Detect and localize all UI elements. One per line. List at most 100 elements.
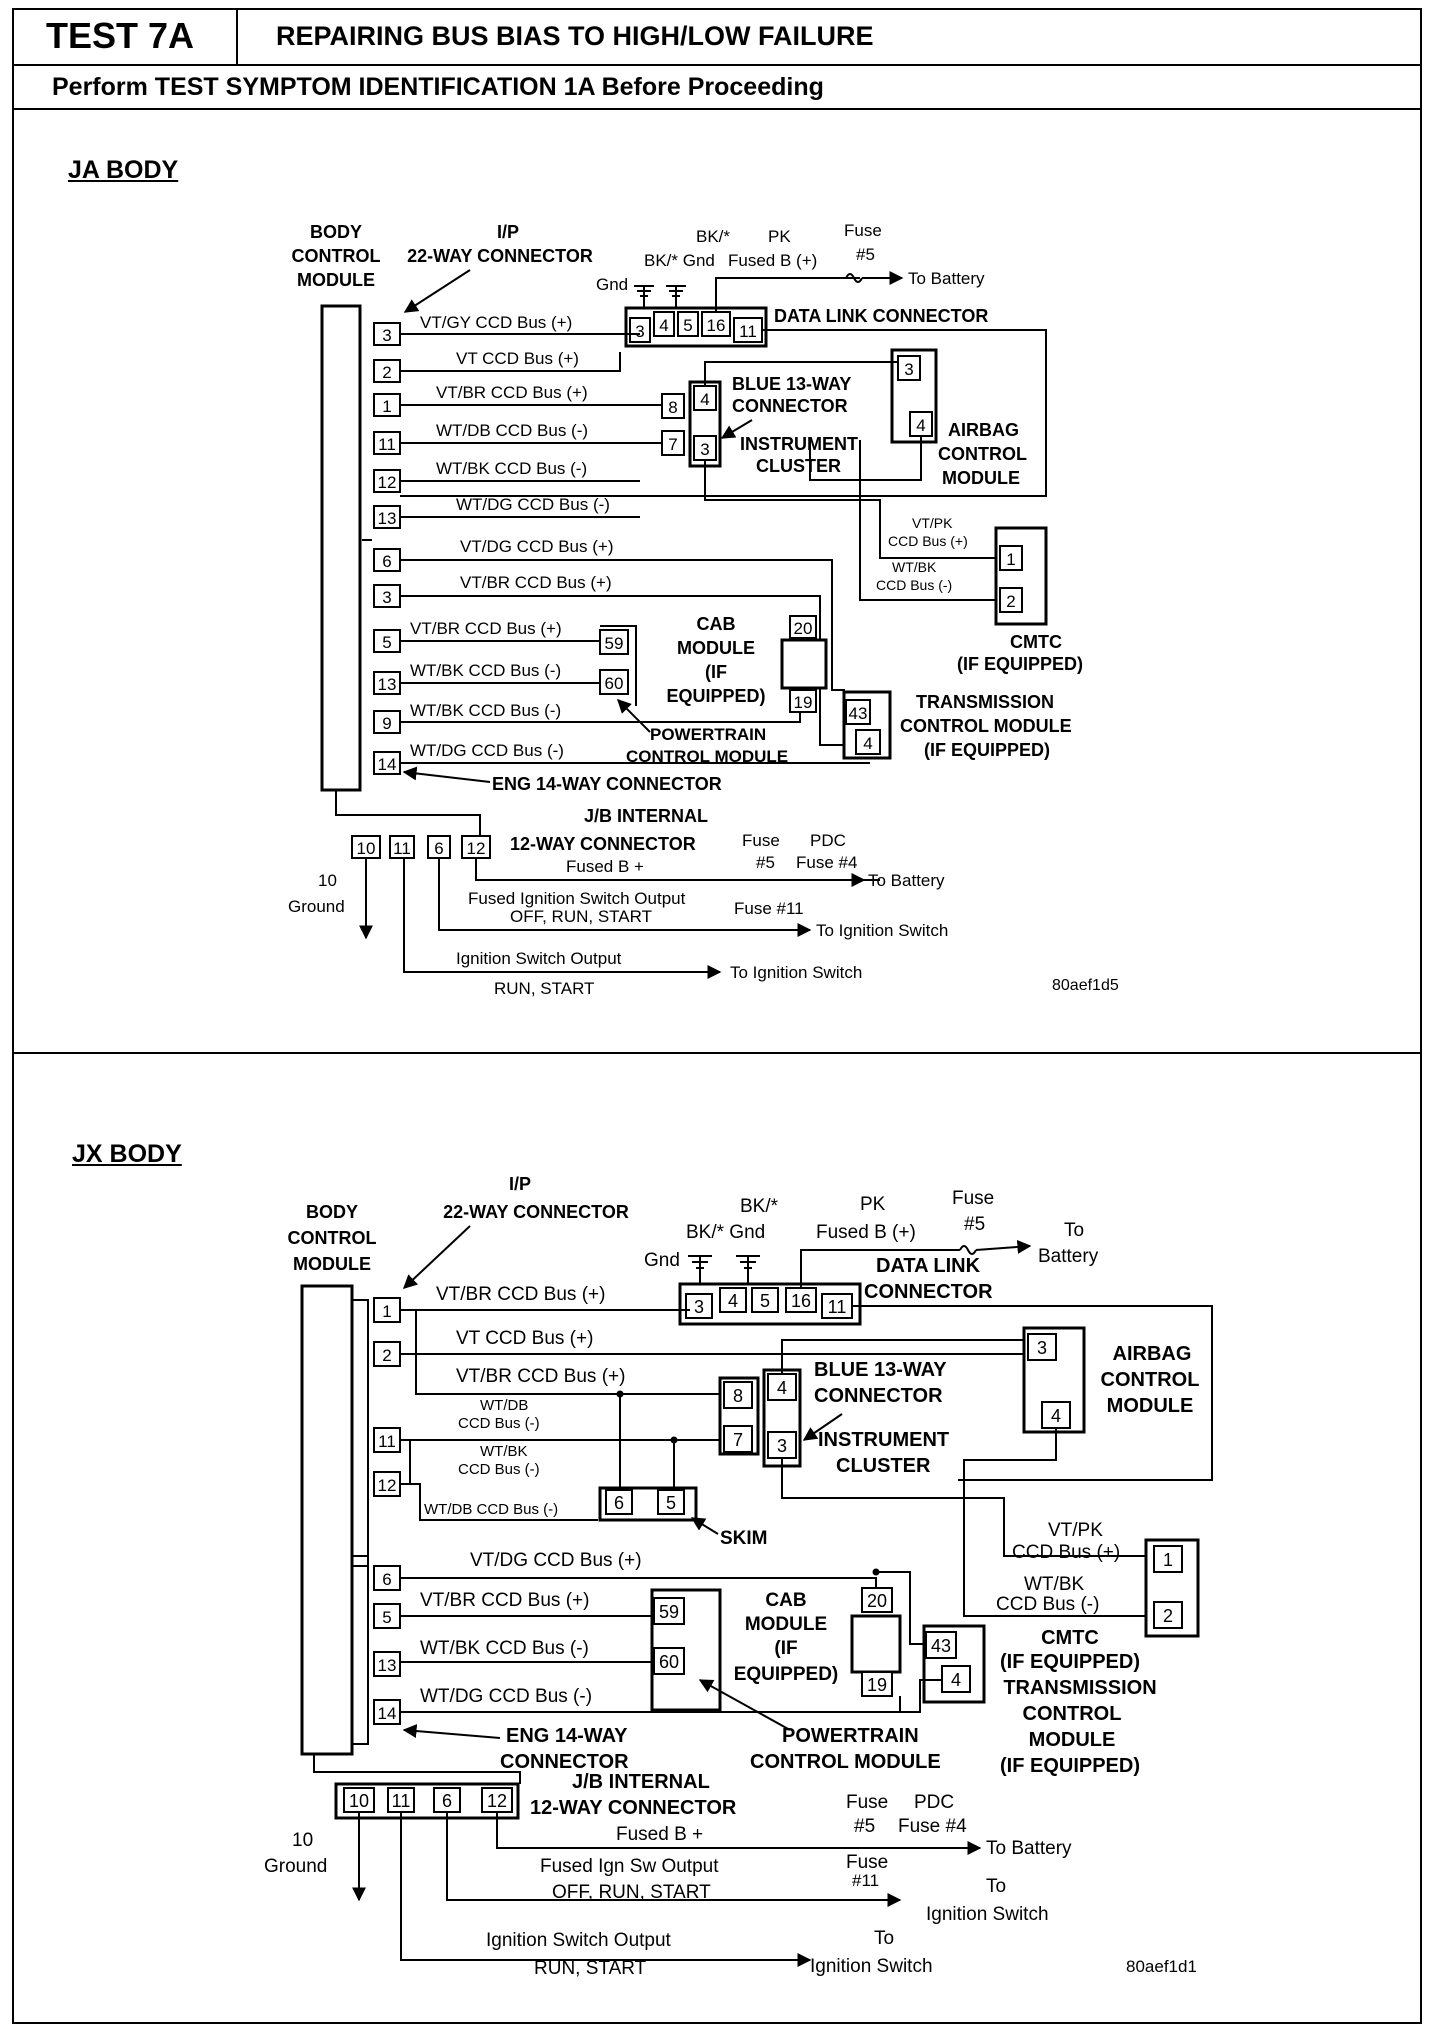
ja-wire-label-9: VT/BR CCD Bus (+) bbox=[410, 619, 562, 638]
ja-blue-label-2: CONNECTOR bbox=[732, 396, 848, 416]
jx-cab-label-4: EQUIPPED) bbox=[734, 1664, 839, 1685]
ja-bcm-pins: 3 2 1 11 12 13 6 3 5 13 9 14 bbox=[373, 322, 401, 775]
ja-wire-cluster-airbag bbox=[704, 361, 898, 386]
ja-wire-label-2: VT CCD Bus (+) bbox=[456, 349, 579, 368]
ja-blue-connector: 8 7 4 3 bbox=[661, 380, 722, 468]
jx-skim-arrow bbox=[690, 1517, 719, 1535]
ja-wire-label-5: WT/BK CCD Bus (-) bbox=[436, 459, 587, 478]
jx-fusedb-wire bbox=[496, 1812, 840, 1849]
ja-dlc-pin-label: 4 bbox=[659, 316, 668, 335]
ja-jb-pin-label: 12 bbox=[467, 839, 486, 858]
ja-wire-2 bbox=[400, 352, 621, 372]
page-frame bbox=[12, 8, 1422, 2024]
jx-bcm-pin-label: 13 bbox=[378, 1656, 397, 1675]
jx-skim-pin bbox=[605, 1489, 633, 1515]
ja-cab-pin-label: 20 bbox=[794, 619, 813, 638]
ja-jb-label-1: J/B INTERNAL bbox=[584, 806, 708, 826]
jx-pdc-label: PDC bbox=[914, 1792, 954, 1813]
jx-pcm-pin-label: 59 bbox=[659, 1602, 679, 1622]
jx-dlc-pin-label: 16 bbox=[791, 1291, 811, 1311]
jx-fusedb-label: Fused B + bbox=[616, 1824, 703, 1845]
ja-dlc-gnd: Gnd bbox=[596, 275, 628, 294]
jx-cab-pin bbox=[861, 1671, 893, 1697]
ja-cmtc-w2b: CCD Bus (-) bbox=[876, 577, 952, 593]
jx-dlc-battery-arrow bbox=[975, 1239, 1032, 1254]
jx-cab-label-2: MODULE bbox=[745, 1614, 827, 1635]
jx-blue-pin-label: 7 bbox=[733, 1430, 743, 1450]
ja-pcm-bus bbox=[600, 625, 637, 706]
ja-fuse4-label: Fuse #4 bbox=[796, 853, 857, 872]
ja-cab-label-4: EQUIPPED) bbox=[666, 686, 765, 706]
ja-ground-label: Ground bbox=[288, 897, 345, 916]
jx-ignout-label-1: Fused Ign Sw Output bbox=[540, 1856, 719, 1877]
ja-tcm-pin-label: 43 bbox=[849, 704, 868, 723]
jx-tcm-label-4: (IF EQUIPPED) bbox=[1000, 1755, 1140, 1777]
ja-pcm-pin bbox=[599, 629, 629, 655]
ja-bcm-pin-label: 5 bbox=[382, 633, 391, 652]
ja-tcm-pin-label: 4 bbox=[863, 734, 872, 753]
ja-cmtc-pin bbox=[999, 545, 1023, 571]
ja-cluster-label-2: CLUSTER bbox=[756, 456, 841, 476]
jx-dlc-fuse: Fuse bbox=[952, 1188, 994, 1209]
ja-dlc-pin bbox=[701, 311, 731, 337]
jx-wire-label-9: WT/BK CCD Bus (-) bbox=[420, 1638, 589, 1659]
jx-tcm-label-1: TRANSMISSION bbox=[1003, 1677, 1156, 1699]
jx-ground-label: Ground bbox=[264, 1856, 327, 1877]
jx-ignout-wire bbox=[446, 1812, 880, 1901]
ja-wire-7 bbox=[400, 559, 845, 691]
jx-dlc-fuse-symbol bbox=[959, 1245, 977, 1255]
jx-dlc-pk: PK bbox=[860, 1194, 886, 1215]
jx-airbag-label-3: MODULE bbox=[1107, 1395, 1194, 1417]
ja-to-battery: To Battery bbox=[868, 871, 945, 890]
ja-tcm-label-1: TRANSMISSION bbox=[916, 692, 1054, 712]
ja-cmtc-label-2: (IF EQUIPPED) bbox=[957, 654, 1083, 674]
ja-bcm-label-2: CONTROL bbox=[292, 246, 381, 266]
jx-dlc-fused-wire bbox=[800, 1249, 960, 1288]
jx-ignout-label-2: OFF, RUN, START bbox=[552, 1882, 711, 1903]
ja-dlc-battery: To Battery bbox=[908, 269, 985, 288]
ja-cab-pin bbox=[789, 615, 817, 639]
jx-cmtc-w1b: CCD Bus (+) bbox=[1012, 1542, 1120, 1563]
ja-cmtc-w1b: CCD Bus (+) bbox=[888, 533, 968, 549]
jx-jb-label-2: 12-WAY CONNECTOR bbox=[530, 1797, 737, 1819]
jx-cmtc-pin-label: 1 bbox=[1163, 1550, 1173, 1570]
ja-fuse-label: Fuse bbox=[742, 831, 780, 850]
ja-airbag-label-3: MODULE bbox=[942, 468, 1020, 488]
jx-diagram: BODY CONTROL MODULE I/P 22-WAY CONNECTOR… bbox=[264, 1174, 1213, 1979]
jx-wire-label-3: VT/BR CCD Bus (+) bbox=[456, 1366, 625, 1387]
ja-jb-pin-label: 11 bbox=[393, 839, 411, 858]
ja-bcm-pin-label: 14 bbox=[378, 755, 397, 774]
ja-jb-wire bbox=[335, 790, 481, 835]
ja-pcm-label-2: CONTROL MODULE bbox=[626, 747, 788, 766]
jx-bcm-pin-label: 1 bbox=[382, 1302, 391, 1321]
jx-tcm-pin-label: 4 bbox=[951, 1670, 961, 1690]
ja-ignsw-wire bbox=[403, 858, 722, 979]
jx-pcm-label-1: POWERTRAIN bbox=[782, 1725, 919, 1747]
ja-fusedb-label: Fused B + bbox=[566, 857, 644, 876]
jx-ignsw-label-2: RUN, START bbox=[534, 1958, 647, 1979]
jx-dlc-bk1: BK/* bbox=[740, 1196, 779, 1217]
jx-wire-label-6: WT/DB CCD Bus (-) bbox=[424, 1501, 558, 1518]
jx-bcm-conn2 bbox=[352, 1555, 369, 1745]
jx-skim-label: SKIM bbox=[720, 1528, 768, 1549]
ja-blue-pin bbox=[661, 393, 685, 419]
jx-ip-label-1: I/P bbox=[509, 1174, 531, 1194]
ja-bcm-bar bbox=[320, 304, 362, 792]
jx-jb-pins: 10 11 6 12 bbox=[343, 1787, 513, 1813]
jx-bcm-pin bbox=[373, 1297, 401, 1323]
jx-dlc-pin-label: 3 bbox=[694, 1297, 704, 1317]
jx-cmtc-w2b: CCD Bus (-) bbox=[996, 1594, 1099, 1615]
jx-cmtc-label-1: CMTC bbox=[1041, 1627, 1099, 1649]
jx-splice-dot-1 bbox=[616, 1390, 624, 1398]
ja-airbag-pin-label: 4 bbox=[916, 416, 925, 435]
jx-skim-pin bbox=[657, 1489, 685, 1515]
jx-ip-arrow bbox=[402, 1225, 471, 1289]
ja-dlc-fuse-symbol bbox=[845, 273, 863, 283]
ja-ignout-label-1: Fused Ignition Switch Output bbox=[468, 889, 686, 908]
ja-wire-label-11: WT/BK CCD Bus (-) bbox=[410, 701, 561, 720]
ja-cmtc-w2a: WT/BK bbox=[892, 559, 937, 575]
jx-to-ign2-2: Ignition Switch bbox=[810, 1956, 933, 1977]
header-row: TEST 7A REPAIRING BUS BIAS TO HIGH/LOW F… bbox=[12, 8, 1422, 66]
jx-bcm-pin-label: 6 bbox=[382, 1570, 391, 1589]
ja-ignsw-label-1: Ignition Switch Output bbox=[456, 949, 622, 968]
